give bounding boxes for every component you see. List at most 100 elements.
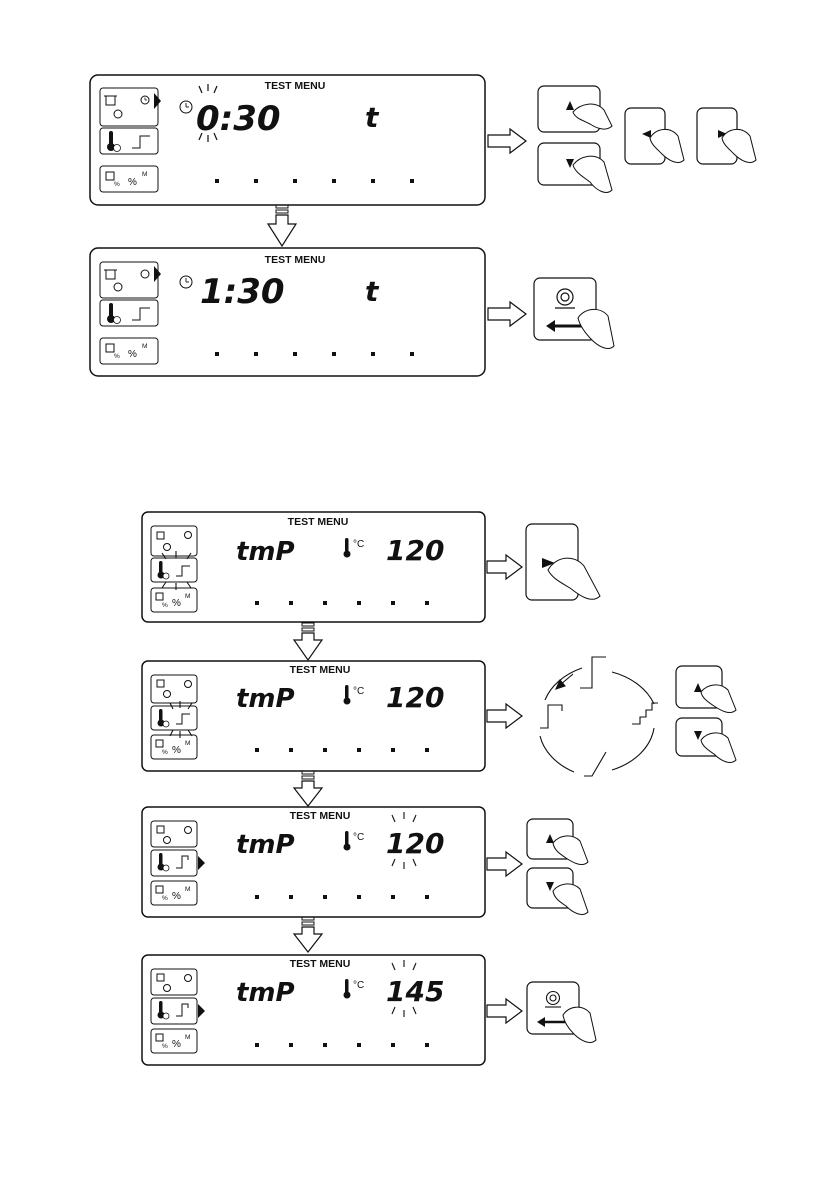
- hollow-arrow-right: [488, 302, 526, 326]
- temp-unit: °C: [353, 980, 364, 991]
- left-icon-column: % % M: [151, 821, 205, 905]
- thermometer-profile-icon: [158, 709, 191, 727]
- left-icon-column: % % M: [100, 88, 161, 192]
- cycle-arc: [540, 736, 574, 772]
- hollow-arrow-down: [294, 917, 322, 952]
- temp-value: 120: [386, 534, 444, 567]
- temp-label: tmP: [236, 684, 295, 714]
- left-icon-column: % % M: [100, 262, 161, 364]
- time-value: 0:30: [196, 99, 281, 139]
- up-button[interactable]: [527, 819, 588, 865]
- hollow-arrow-right: [487, 999, 522, 1023]
- temp-label: tmP: [236, 978, 295, 1008]
- timer-weight-icon: [157, 680, 192, 698]
- hollow-arrow-right: [488, 129, 526, 153]
- hollow-arrow-right: [487, 555, 522, 579]
- weight-percent-icon: % % M: [106, 171, 147, 188]
- selector-arrow-icon: [198, 856, 205, 870]
- temp-unit: °C: [353, 539, 364, 550]
- dot-row: [255, 895, 429, 899]
- temp-value: 145: [386, 975, 444, 1008]
- svg-text:M: M: [185, 593, 190, 600]
- blink-rays: [170, 701, 192, 738]
- profile-cycle-diagram: [540, 657, 658, 776]
- thermometer-profile-icon: [107, 303, 150, 324]
- right-button[interactable]: [526, 524, 600, 600]
- enter-button[interactable]: [527, 982, 596, 1042]
- svg-text:%: %: [172, 745, 181, 756]
- svg-text:M: M: [185, 1034, 190, 1041]
- svg-text:M: M: [142, 343, 147, 350]
- svg-text:%: %: [128, 349, 137, 360]
- thermometer-icon: [344, 979, 351, 999]
- dot-row: [215, 179, 414, 183]
- hollow-arrow-right: [487, 852, 522, 876]
- lcd-screen-timer-2: TEST MENU % % M: [90, 248, 485, 376]
- timer-weight-icon: [104, 96, 149, 118]
- lcd-screen-timer-1: TEST MENU %: [90, 75, 485, 205]
- thermometer-profile-icon: [107, 131, 150, 152]
- up-button[interactable]: [538, 86, 612, 132]
- finger-icon: [578, 309, 614, 348]
- hollow-arrow-right: [487, 704, 522, 728]
- weight-percent-icon: % % M: [156, 1034, 190, 1050]
- svg-text:%: %: [172, 1039, 181, 1050]
- lcd-screen-temp-3: TEST MENU % % M tmP: [142, 807, 485, 917]
- thermometer-profile-icon: [158, 1001, 189, 1019]
- svg-text:%: %: [162, 895, 168, 902]
- finger-icon: [563, 1007, 596, 1042]
- weight-percent-icon: % % M: [156, 593, 190, 609]
- weight-percent-icon: % % M: [106, 343, 147, 360]
- enter-button[interactable]: [534, 278, 614, 348]
- up-button[interactable]: [676, 666, 736, 713]
- lcd-screen-temp-1: TEST MENU: [142, 512, 485, 622]
- profile-step-icon: [580, 657, 606, 688]
- mode-letter: t: [365, 275, 380, 308]
- left-button[interactable]: [625, 108, 684, 164]
- temp-value: 120: [386, 827, 444, 860]
- dot-row: [215, 352, 414, 356]
- hollow-arrow-down: [294, 771, 322, 806]
- profile-ramp-icon: [584, 752, 606, 776]
- clock-icon: [180, 276, 192, 288]
- svg-text:%: %: [114, 353, 120, 360]
- right-button[interactable]: [697, 108, 756, 164]
- dot-row: [255, 1043, 429, 1047]
- finger-icon: [553, 884, 588, 915]
- clock-icon: [180, 101, 192, 113]
- left-icon-column: % % M: [151, 675, 197, 759]
- down-button[interactable]: [676, 718, 736, 762]
- thermometer-icon: [344, 538, 351, 558]
- thermometer-profile-icon: [158, 561, 191, 579]
- left-icon-column: % % M: [151, 969, 205, 1053]
- cycle-arc: [612, 672, 654, 704]
- temp-unit: °C: [353, 832, 364, 843]
- screen-title: TEST MENU: [290, 958, 351, 970]
- svg-text:M: M: [142, 171, 147, 178]
- lcd-screen-temp-2: TEST MENU: [142, 661, 485, 771]
- svg-text:%: %: [162, 749, 168, 756]
- dot-row: [255, 748, 429, 752]
- svg-text:M: M: [185, 740, 190, 747]
- temp-label: tmP: [236, 830, 295, 860]
- screen-title: TEST MENU: [290, 810, 351, 822]
- svg-text:%: %: [172, 891, 181, 902]
- lcd-screen-temp-4: TEST MENU % % M tmP: [142, 955, 485, 1065]
- blink-rays: [162, 551, 191, 590]
- timer-weight-icon: [157, 532, 192, 551]
- svg-text:%: %: [128, 177, 137, 188]
- svg-text:%: %: [114, 181, 120, 188]
- cycle-arc: [612, 728, 654, 770]
- hollow-arrow-down: [294, 623, 322, 660]
- down-button[interactable]: [538, 143, 612, 192]
- timer-weight-icon: [104, 270, 149, 291]
- down-button[interactable]: [527, 868, 588, 914]
- profile-overshoot-icon: [540, 705, 562, 728]
- thermometer-icon: [344, 685, 351, 705]
- svg-text:%: %: [162, 1043, 168, 1050]
- left-icon-column: % % M: [151, 526, 197, 612]
- svg-text:M: M: [185, 886, 190, 893]
- time-value: 1:30: [200, 272, 285, 312]
- mode-letter: t: [365, 101, 380, 134]
